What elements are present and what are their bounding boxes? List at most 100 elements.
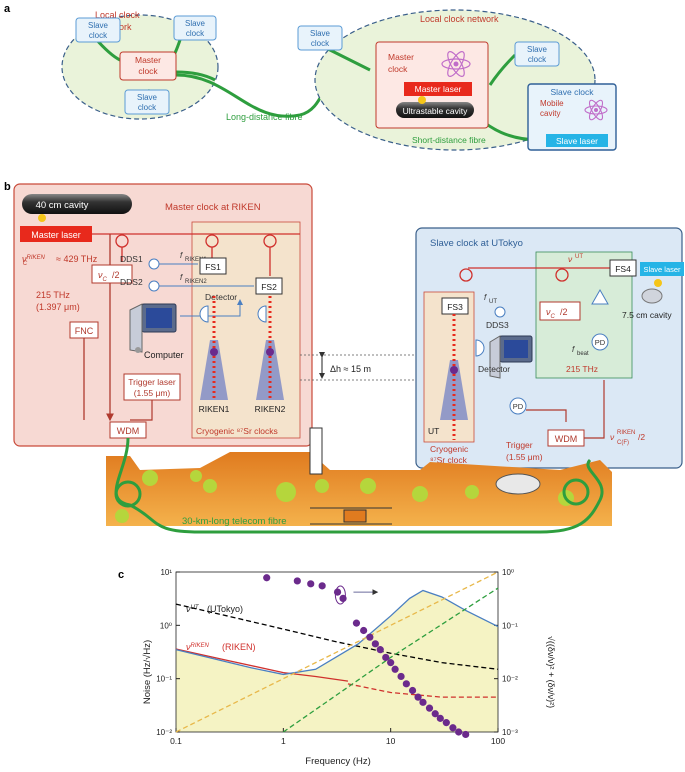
cavity-40 bbox=[22, 194, 132, 214]
fs2-box bbox=[255, 277, 283, 295]
data-point bbox=[293, 577, 301, 585]
data-point bbox=[391, 665, 399, 673]
svg-text:f: f bbox=[572, 345, 575, 354]
y-tick-label: 10⁰ bbox=[160, 621, 172, 630]
svg-text:clock: clock bbox=[138, 103, 157, 112]
series-line-2 bbox=[347, 683, 498, 698]
data-point bbox=[462, 730, 470, 739]
svg-text:νC: νC bbox=[546, 307, 556, 320]
svg-text:Mobile: Mobile bbox=[540, 99, 564, 108]
nu-cf-sup: RIKEN bbox=[617, 430, 635, 436]
dds1-label: DDS1 bbox=[120, 254, 143, 264]
svg-text:Master: Master bbox=[135, 55, 161, 65]
master-clock-title: Master clock at RIKEN bbox=[165, 202, 261, 213]
f-ut: UT bbox=[489, 299, 497, 305]
svg-text:PD: PD bbox=[595, 338, 606, 347]
thz-215-ut-label: 215 THz bbox=[566, 364, 598, 374]
nu-c-half-box-ut bbox=[539, 301, 581, 321]
riken1-label: RIKEN1 bbox=[199, 404, 230, 414]
data-point bbox=[307, 580, 315, 588]
series-riken-label: (RIKEN) bbox=[222, 642, 256, 652]
pd-circle-2 bbox=[509, 397, 527, 415]
slave-clock-top-right: Slave clock bbox=[173, 15, 217, 41]
svg-text:WDM: WDM bbox=[555, 434, 578, 444]
data-point bbox=[425, 704, 434, 712]
panel-label-c: c bbox=[118, 569, 124, 581]
data-point bbox=[263, 574, 271, 582]
master-laser-box-b bbox=[20, 226, 92, 242]
short-distance-fibre-label: Short-distance fibre bbox=[412, 135, 486, 145]
svg-text:clock: clock bbox=[388, 64, 408, 74]
f-riken2: RIKEN2 bbox=[185, 279, 207, 285]
master-clock-right: Master clock Master laser Ultrastable ca… bbox=[375, 41, 489, 129]
riken1-lattice bbox=[200, 296, 228, 400]
slave-clock-right-right: Slave clock bbox=[514, 41, 560, 67]
detector-icon-ut bbox=[475, 339, 485, 357]
svg-text:FS4: FS4 bbox=[615, 264, 631, 274]
lock-icon-b bbox=[38, 214, 46, 222]
y-tick-label: 10¹ bbox=[160, 568, 172, 577]
svg-text:Slave clock: Slave clock bbox=[551, 87, 595, 97]
series-line-4 bbox=[175, 571, 499, 733]
svg-text:ν: ν bbox=[610, 432, 615, 442]
svg-text:Slave: Slave bbox=[527, 45, 548, 54]
trigger-ut-line1: Trigger bbox=[506, 440, 533, 450]
svg-text:clock: clock bbox=[138, 66, 158, 76]
master-laser-box-a bbox=[404, 82, 472, 96]
x-tick-label: 1 bbox=[281, 736, 286, 746]
cryogenic-ut-line2: ⁸⁷Sr clock bbox=[430, 455, 468, 465]
plot-frame bbox=[175, 571, 499, 733]
computer-icon bbox=[129, 303, 177, 353]
computer-icon-ut bbox=[489, 335, 533, 379]
svg-text:WDM: WDM bbox=[117, 426, 140, 436]
svg-text:Master laser: Master laser bbox=[31, 230, 81, 240]
detector-icon-2 bbox=[257, 305, 267, 323]
svg-text:clock: clock bbox=[186, 29, 205, 38]
fs4-box bbox=[609, 259, 637, 277]
data-point bbox=[382, 653, 390, 662]
svg-text:(1.55 μm): (1.55 μm) bbox=[134, 388, 171, 398]
svg-text:clock: clock bbox=[311, 39, 330, 48]
series-line-1 bbox=[175, 648, 349, 682]
ut-label: UT bbox=[428, 426, 439, 436]
cavity-75-label: 7.5 cm cavity bbox=[622, 310, 672, 320]
building-icon bbox=[309, 427, 323, 475]
fs1-box bbox=[199, 257, 227, 275]
svg-text:Slave laser: Slave laser bbox=[643, 265, 681, 274]
svg-text:Master: Master bbox=[388, 52, 414, 62]
pd-circle-1 bbox=[591, 333, 609, 351]
riken2-lattice bbox=[256, 296, 284, 400]
y2-tick-label: 10⁻² bbox=[502, 675, 518, 684]
dh-label: Δh ≈ 15 m bbox=[330, 364, 371, 374]
slave-clock-top-left: Slave clock bbox=[75, 17, 121, 43]
data-point bbox=[436, 714, 444, 722]
detector-ut-label: Detector bbox=[478, 364, 510, 374]
svg-text:Slave laser: Slave laser bbox=[556, 136, 598, 146]
svg-text:FS3: FS3 bbox=[447, 302, 463, 312]
nu-ut-sup: UT bbox=[575, 254, 583, 260]
data-point bbox=[366, 633, 374, 641]
landscape bbox=[106, 452, 612, 526]
dds3-label: DDS3 bbox=[486, 320, 509, 330]
master-clock-left: Master clock bbox=[119, 51, 177, 81]
svg-text:f: f bbox=[484, 293, 487, 302]
dds2-label: DDS2 bbox=[120, 277, 143, 287]
data-point bbox=[455, 728, 463, 736]
cryogenic-ut-line1: Cryogenic bbox=[430, 444, 469, 454]
y2-tick-label: 10⁻¹ bbox=[502, 621, 518, 630]
thz-215-label: 215 THz bbox=[36, 290, 70, 300]
riken2-label: RIKEN2 bbox=[255, 404, 286, 414]
svg-text:νUT: νUT bbox=[186, 604, 200, 614]
ut-lattice bbox=[440, 314, 468, 440]
y2-tick-label: 10⁻³ bbox=[502, 728, 518, 737]
right-network-title: Local clock network bbox=[420, 14, 499, 24]
data-point bbox=[360, 626, 368, 635]
svg-text:νC: νC bbox=[98, 270, 108, 283]
highlight-ellipse bbox=[334, 585, 346, 605]
y2-tick-label: 10⁰ bbox=[502, 568, 514, 577]
y-axis-label: Noise (Hz/√Hz) bbox=[142, 640, 153, 704]
f-beat: beat bbox=[577, 351, 589, 357]
